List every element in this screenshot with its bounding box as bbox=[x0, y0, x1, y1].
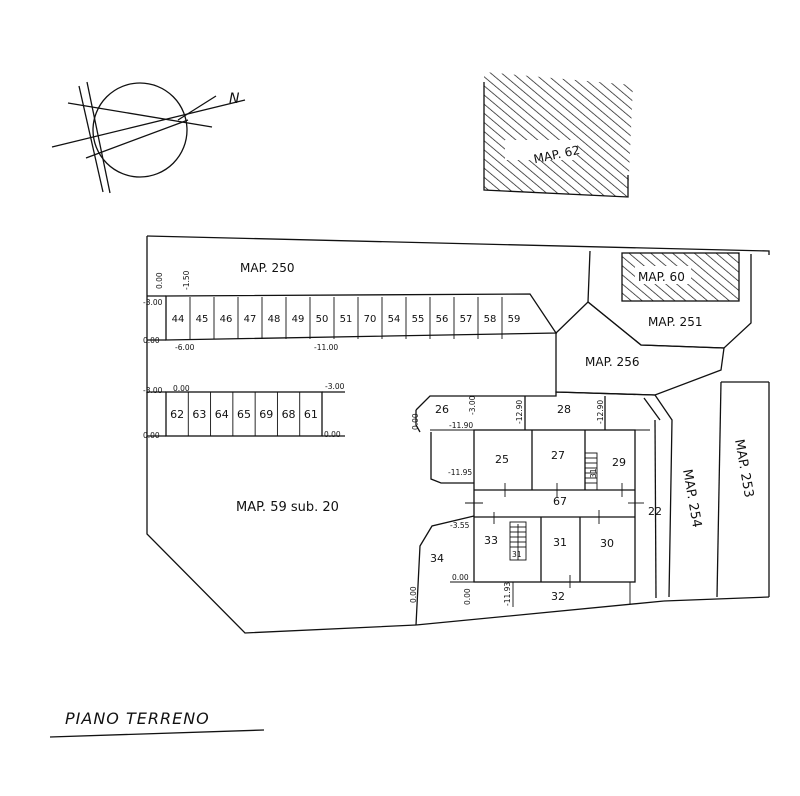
dim-label: 0.00 bbox=[155, 272, 164, 289]
garage-label: 56 bbox=[436, 314, 449, 325]
building-block: 25 27 29 26 28 67 33 31 30 32 34 22 31 3… bbox=[409, 391, 673, 626]
room-label: 27 bbox=[551, 449, 565, 462]
map-256-label: MAP. 256 bbox=[585, 355, 639, 369]
dim-label: -12.90 bbox=[596, 400, 605, 424]
room-label: 25 bbox=[495, 453, 509, 466]
room-label: 26 bbox=[435, 403, 449, 416]
garage-label: 49 bbox=[292, 314, 305, 325]
map-60-label: MAP. 60 bbox=[638, 270, 685, 284]
compass-rose-icon: N bbox=[51, 81, 246, 194]
garage-label: 45 bbox=[196, 314, 209, 325]
room-label: 31 bbox=[553, 536, 567, 549]
garage-label: 63 bbox=[192, 408, 206, 421]
north-label: N bbox=[229, 91, 240, 107]
floor-title-label: PIANO TERRENO bbox=[65, 709, 210, 728]
map-251-label: MAP. 251 bbox=[648, 315, 702, 329]
garage-label: 50 bbox=[316, 314, 329, 325]
garage-label: 70 bbox=[364, 314, 377, 325]
garage-label: 64 bbox=[215, 408, 229, 421]
garage-label: 48 bbox=[268, 314, 281, 325]
dim-label: 0.00 bbox=[409, 586, 418, 603]
garage-row-top: 44 45 46 47 48 49 50 51 70 54 55 56 57 58 59 0.00 -1.5… bbox=[143, 270, 558, 352]
dim-label: -3.00 bbox=[468, 395, 477, 415]
garage-label: 61 bbox=[304, 408, 318, 421]
garage-label: 44 bbox=[172, 314, 185, 325]
garage-label: 58 bbox=[484, 314, 497, 325]
garage-label: 55 bbox=[412, 314, 425, 325]
room-label: 67 bbox=[553, 495, 567, 508]
room-label: 31 bbox=[512, 550, 522, 559]
map-59-label: MAP. 59 sub. 20 bbox=[236, 500, 339, 515]
garage-label: 59 bbox=[508, 314, 521, 325]
room-label: 32 bbox=[551, 590, 565, 603]
room-label: 34 bbox=[430, 552, 444, 565]
dim-label: -3.55 bbox=[450, 521, 470, 530]
room-label: 33 bbox=[484, 534, 498, 547]
room-label: 29 bbox=[612, 456, 626, 469]
dim-label: 0.00 bbox=[143, 336, 160, 345]
garage-label: 47 bbox=[244, 314, 257, 325]
dim-label: -3.00 bbox=[143, 298, 163, 307]
floor-title: PIANO TERRENO bbox=[49, 709, 265, 738]
parcel-map-62: MAP. 62 bbox=[483, 72, 633, 198]
map-254-label: MAP. 254 bbox=[679, 468, 704, 529]
dim-label: -3.00 bbox=[325, 382, 345, 391]
dim-label: -11.95 bbox=[448, 468, 472, 477]
site-boundary bbox=[146, 235, 770, 634]
garage-label: 68 bbox=[282, 408, 296, 421]
room-label: 31 bbox=[589, 468, 598, 478]
stair-icon bbox=[584, 452, 598, 491]
map-250-label: MAP. 250 bbox=[240, 261, 294, 275]
room-label: 30 bbox=[600, 537, 614, 550]
dim-label: -6.00 bbox=[175, 343, 195, 352]
garage-label: 46 bbox=[220, 314, 233, 325]
room-label: 28 bbox=[557, 403, 571, 416]
stair-icon bbox=[509, 521, 527, 561]
map-253-label: MAP. 253 bbox=[731, 438, 756, 499]
room-label: 22 bbox=[648, 505, 662, 518]
garage-label: 57 bbox=[460, 314, 473, 325]
garage-label: 69 bbox=[259, 408, 273, 421]
dim-label: 0.00 bbox=[411, 413, 420, 430]
dim-label: -11.93 bbox=[503, 582, 512, 606]
dim-label: -11.00 bbox=[314, 343, 338, 352]
garage-row-mid: 62 63 64 65 69 68 61 -3.00 0.00 -3.00 0.00 0.0… bbox=[143, 382, 345, 440]
dim-label: 0.00 bbox=[324, 430, 341, 439]
dim-label: -12.90 bbox=[515, 400, 524, 424]
dim-label: 0.00 bbox=[463, 588, 472, 605]
dim-label: 0.00 bbox=[173, 384, 190, 393]
dim-label: 0.00 bbox=[452, 573, 469, 582]
dim-label: -3.00 bbox=[143, 386, 163, 395]
dim-label: 0.00 bbox=[143, 431, 160, 440]
garage-label: 62 bbox=[170, 408, 184, 421]
garage-label: 51 bbox=[340, 314, 353, 325]
dim-label: -11.90 bbox=[449, 421, 473, 430]
garage-label: 65 bbox=[237, 408, 251, 421]
dim-label: -1.50 bbox=[182, 270, 191, 290]
parcel-map-60: MAP. 60 bbox=[621, 252, 740, 302]
garage-label: 54 bbox=[388, 314, 401, 325]
